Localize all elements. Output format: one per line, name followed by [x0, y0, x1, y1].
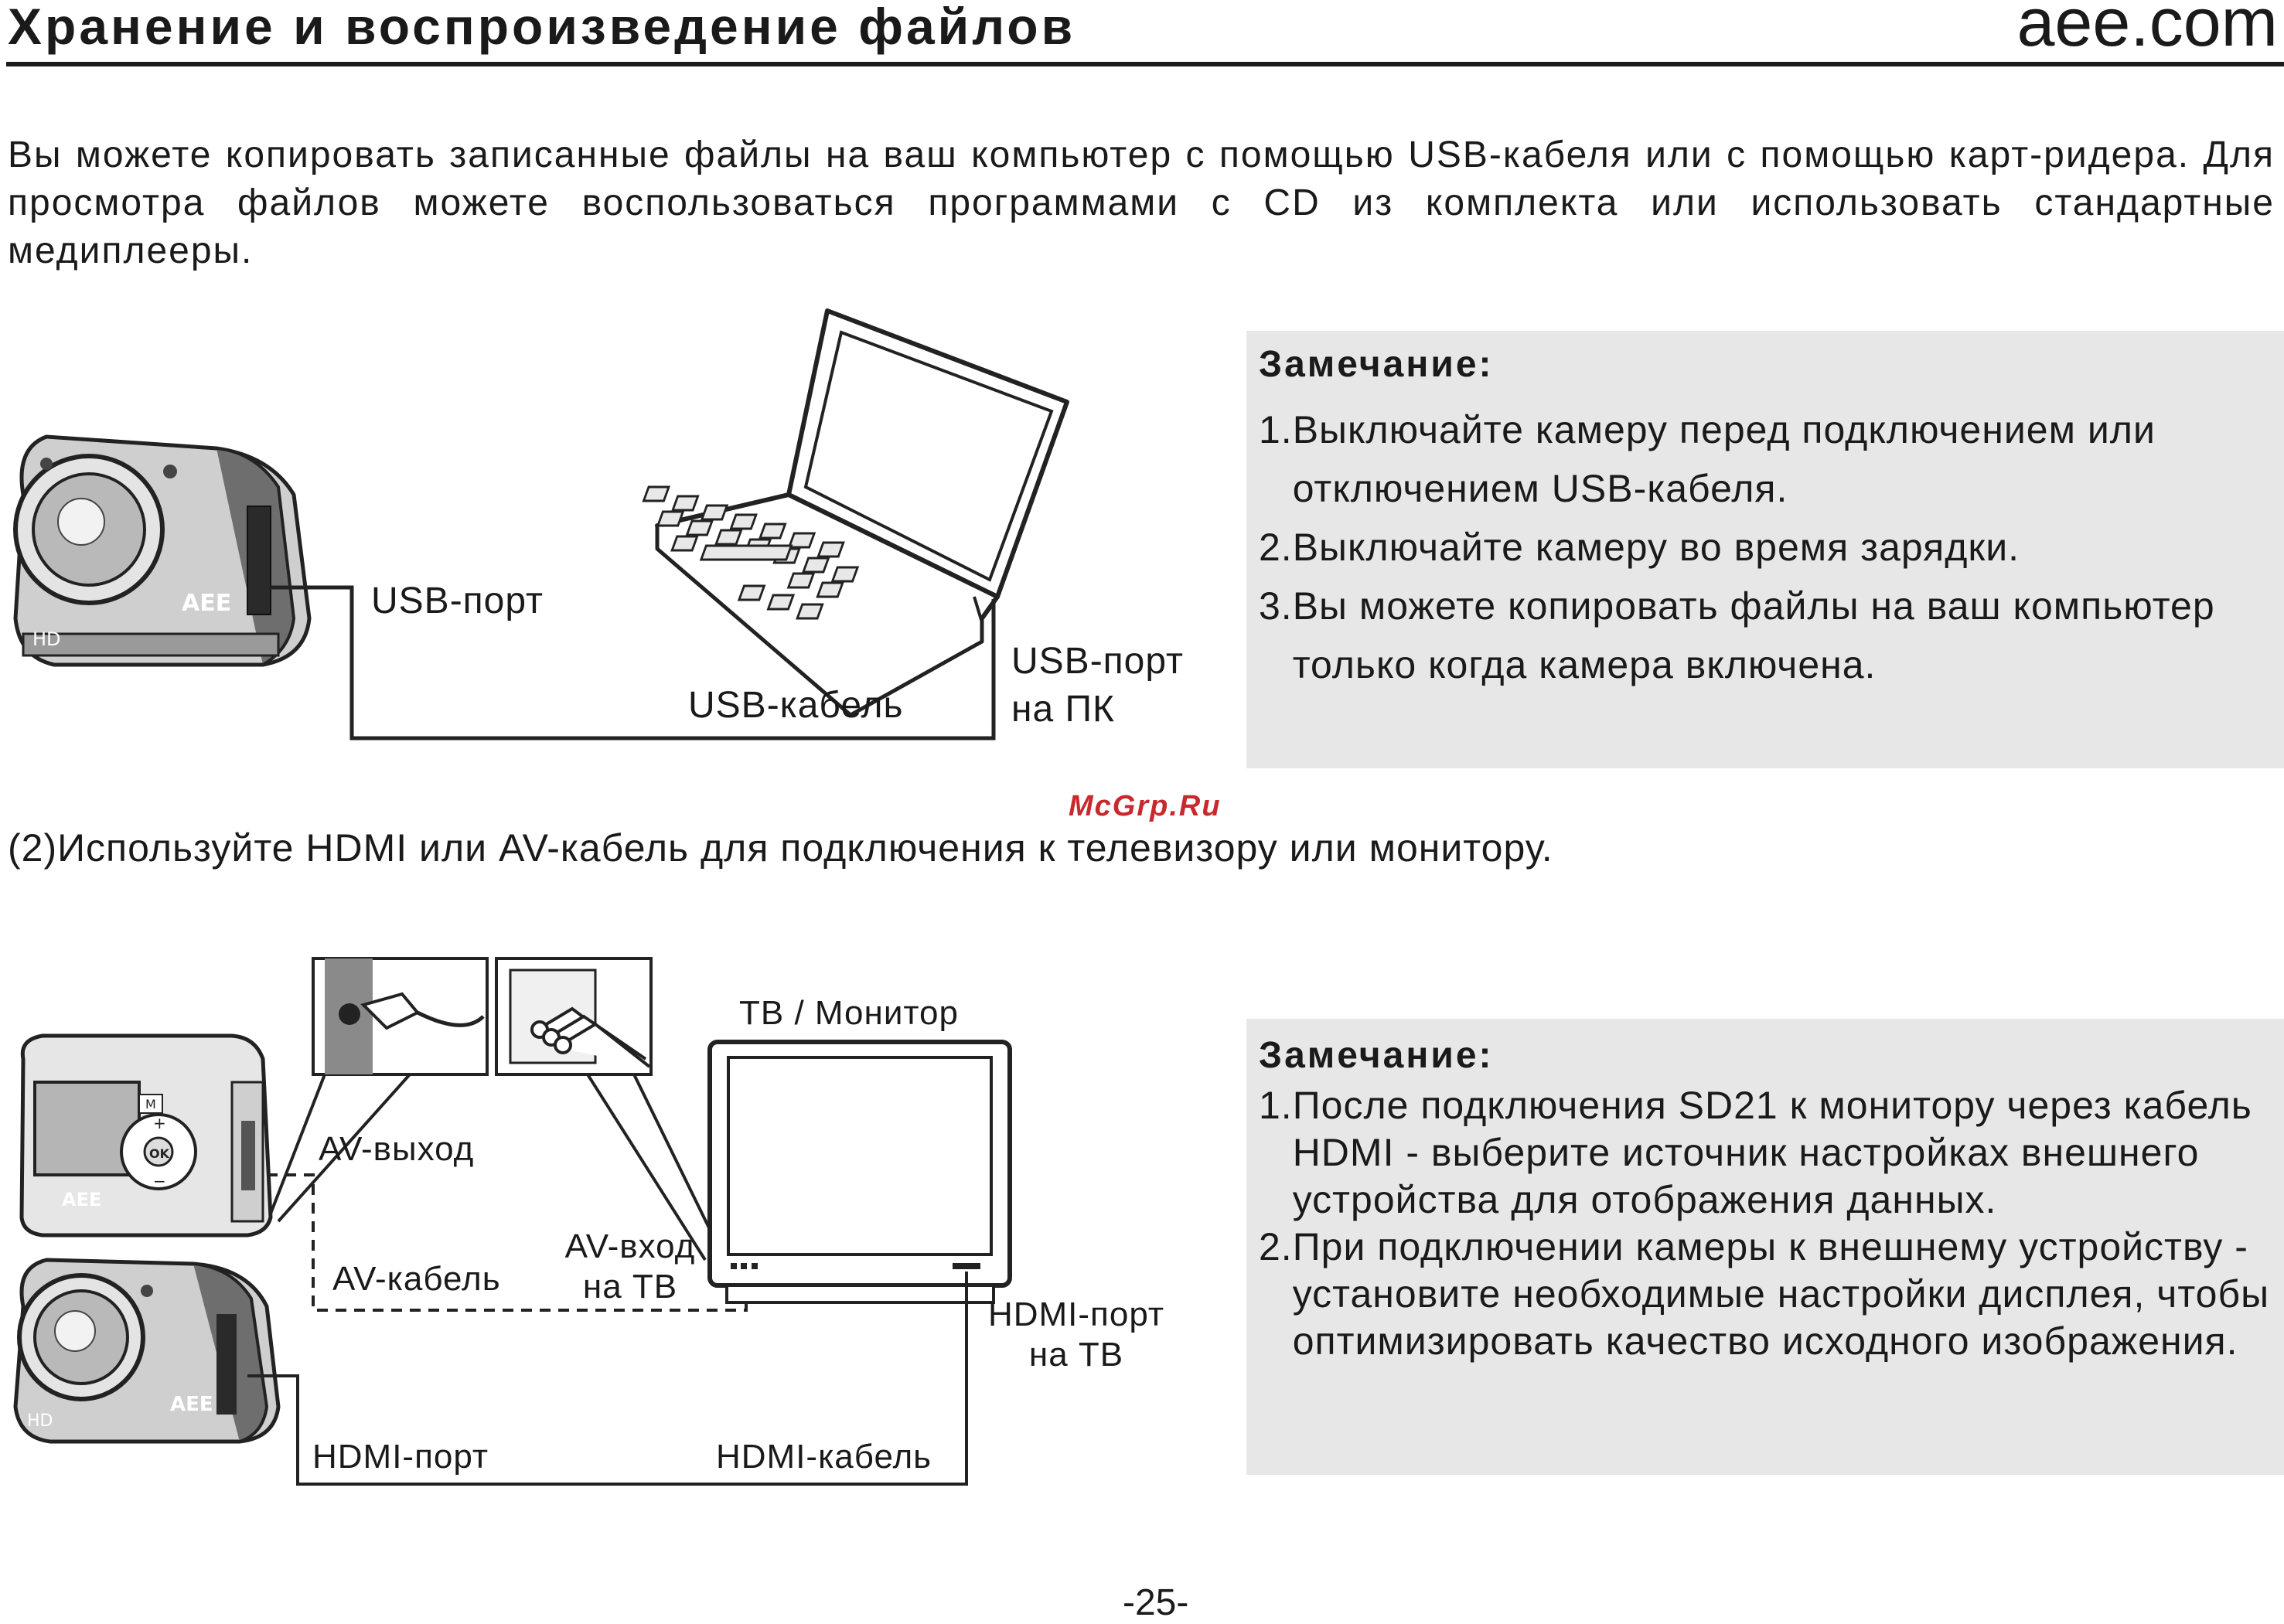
note-item-number: 2.: [1259, 1225, 1293, 1268]
tv-monitor-illustration: [707, 1040, 1012, 1304]
note-item-number: 1.: [1259, 408, 1293, 451]
av-in-label-line2: на ТВ: [582, 1268, 678, 1306]
menu-button-mark: M: [145, 1097, 156, 1112]
usb-cable-label: USB-кабель: [688, 685, 904, 726]
minus-mark: −: [153, 1172, 166, 1190]
tv-jacks-inset: [495, 957, 653, 1076]
hdmi-cable-label: HDMI-кабель: [716, 1438, 932, 1476]
usb-cable-line: [269, 585, 996, 741]
laptop-illustration: [642, 308, 1069, 717]
hdmi-port-label: HDMI-порт: [312, 1438, 489, 1476]
usb-port-pc-label-line1: USB-порт: [1011, 641, 1184, 682]
usb-port-pc-label-line2: на ПК: [1011, 689, 1115, 730]
camera-with-screen-illustration: OK + − M AEE: [19, 1033, 273, 1238]
note-item-text: Выключайте камеру во время зарядки.: [1292, 526, 2020, 569]
note-item-text: После подключения SD21 к монитору через …: [1292, 1084, 2252, 1221]
page-number: -25-: [1123, 1582, 1189, 1623]
note-item: 2.При подключении камеры к внешнему устр…: [1259, 1224, 2279, 1365]
note-item: 3.Вы можете копировать файлы на ваш комп…: [1259, 577, 2272, 694]
note-item-number: 2.: [1259, 526, 1293, 569]
note-item-text: Вы можете копировать файлы на ваш компью…: [1292, 584, 2215, 686]
note-list: 1.Выключайте камеру перед подключением и…: [1259, 400, 2272, 694]
watermark-text: McGrp.Ru: [1069, 790, 1222, 822]
section-subheading: (2)Используйте HDMI или AV-кабель для по…: [8, 826, 1553, 870]
av-in-label-line1: AV-вход: [564, 1227, 696, 1265]
note-title: Замечание:: [1259, 344, 1494, 385]
note-item-number: 3.: [1259, 584, 1293, 628]
note-item-text: При подключении камеры к внешнему устрой…: [1292, 1225, 2270, 1363]
action-camera-illustration: AEE HD: [13, 434, 312, 667]
note-item: 2.Выключайте камеру во время зарядки.: [1259, 518, 2272, 577]
av-cable-label: AV-кабель: [332, 1260, 501, 1298]
ok-button-mark: OK: [149, 1146, 170, 1161]
note-title: Замечание:: [1259, 1035, 1494, 1076]
camera-brand-mark-lower: AEE: [170, 1393, 213, 1416]
usb-port-label: USB-порт: [371, 580, 544, 621]
av-jack-inset: [312, 957, 489, 1076]
note-box-usb: Замечание: 1.Выключайте камеру перед под…: [1246, 331, 2284, 768]
camera-hd-mark: HD: [27, 1411, 53, 1431]
action-camera-illustration: AEE HD: [13, 1258, 281, 1444]
hdmi-port-tv-label-line1: HDMI-порт: [987, 1295, 1165, 1333]
note-list: 1.После подключения SD21 к монитору чере…: [1259, 1082, 2279, 1365]
header-rule: [6, 62, 2284, 66]
note-box-hdmi: Замечание: 1.После подключения SD21 к мо…: [1246, 1019, 2284, 1475]
intro-paragraph: Вы можете копировать записанные файлы на…: [8, 134, 2275, 271]
note-item-number: 1.: [1259, 1084, 1293, 1127]
tv-diagram-drawing: OK + − M AEE: [13, 957, 1012, 1486]
camera-brand-mark: AEE: [182, 590, 231, 617]
brand-url: aee.com: [2016, 0, 2278, 60]
page-title: Хранение и воспроизведение файлов: [8, 0, 1076, 55]
usb-connection-diagram: AEE HD: [0, 294, 1237, 773]
camera-brand-mark: AEE: [62, 1189, 101, 1210]
tv-connection-diagram: OK + − M AEE: [0, 943, 1245, 1500]
note-item-text: Выключайте камеру перед подключением или…: [1292, 408, 2156, 510]
note-item: 1.После подключения SD21 к монитору чере…: [1259, 1082, 2279, 1224]
camera-hd-mark: HD: [32, 628, 61, 650]
note-item: 1.Выключайте камеру перед подключением и…: [1259, 400, 2272, 518]
usb-diagram-drawing: AEE HD: [13, 308, 1069, 741]
hdmi-cable-line: [247, 1272, 968, 1486]
hdmi-port-tv-label-line2: на ТВ: [1028, 1336, 1124, 1374]
tv-monitor-label: ТВ / Монитор: [739, 994, 959, 1032]
plus-mark: +: [153, 1114, 166, 1132]
av-out-label: AV-выход: [319, 1130, 475, 1168]
